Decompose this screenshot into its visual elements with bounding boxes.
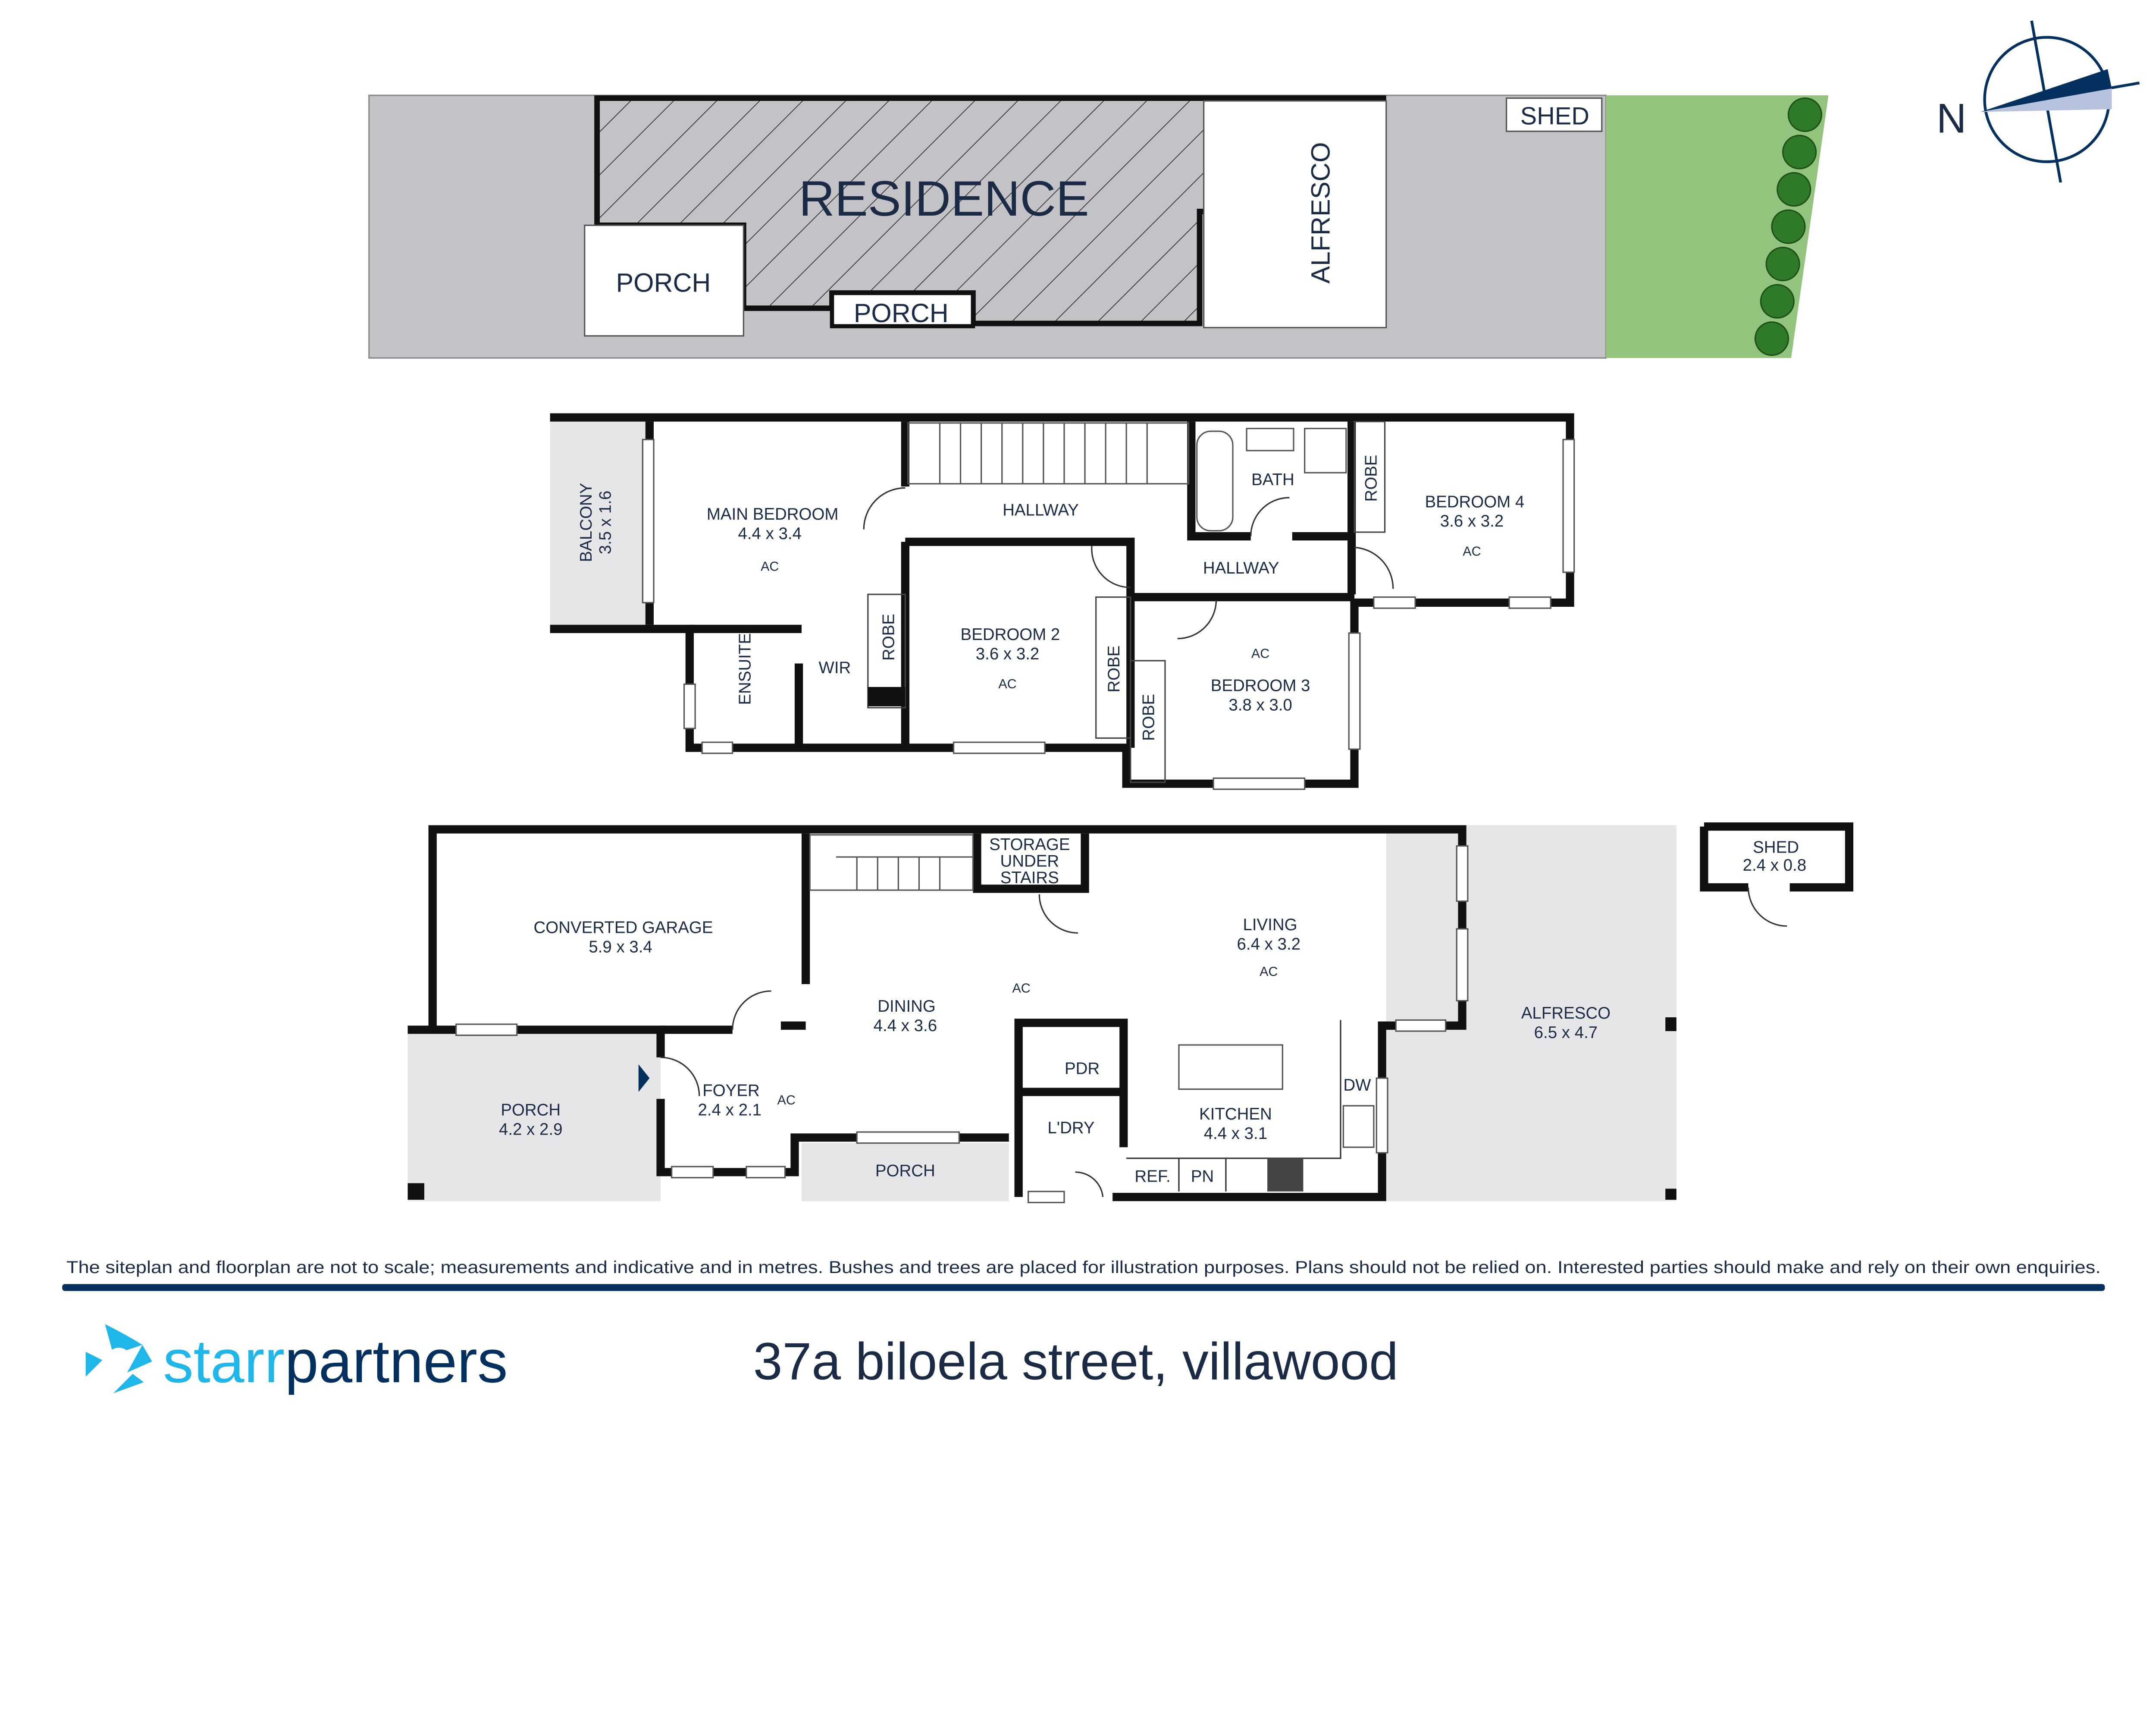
room-dims: 4.2 x 2.9 xyxy=(499,1120,563,1138)
ac-marker: AC xyxy=(777,1093,796,1107)
alfresco-site xyxy=(1203,100,1387,329)
room-label: HALLWAY xyxy=(1003,501,1079,520)
shed-site xyxy=(1505,97,1603,132)
porch-left xyxy=(584,224,744,337)
room-label: L'DRY xyxy=(1047,1119,1094,1137)
ac-marker: AC xyxy=(761,559,779,574)
stairs-upper xyxy=(907,422,1190,485)
room-label: STORAGE xyxy=(989,835,1070,854)
room-label: KITCHEN xyxy=(1199,1105,1272,1123)
room-dims: 4.4 x 3.1 xyxy=(1204,1124,1268,1143)
room-label: ALFRESCO xyxy=(1521,1004,1611,1022)
room-label: REF. xyxy=(1134,1167,1170,1186)
room-label: WIR xyxy=(819,659,851,677)
porch-left-label: PORCH xyxy=(616,268,711,297)
room-label: FOYER xyxy=(702,1082,759,1100)
alfresco-site-label: ALFRESCO xyxy=(1306,142,1335,284)
ground-floor-plan: CONVERTED GARAGE 5.9 x 3.4 STORAGE UNDER… xyxy=(407,822,1854,1204)
ac-marker: AC xyxy=(1251,646,1269,661)
room-dims: 2.4 x 0.8 xyxy=(1743,856,1807,875)
room-dims: 5.9 x 3.4 xyxy=(589,938,652,956)
disclaimer: The siteplan and floorplan are not to sc… xyxy=(66,1258,2101,1277)
footer-divider xyxy=(62,1284,2105,1291)
room-label: ROBE xyxy=(1105,646,1123,693)
room-dims: 4.4 x 3.4 xyxy=(738,524,802,543)
room-label: ROBE xyxy=(1139,694,1158,741)
room-dims: 3.6 x 3.2 xyxy=(976,645,1040,663)
porch-front-ground xyxy=(801,1143,1009,1201)
kitchen-island xyxy=(1178,1044,1283,1090)
room-label: CONVERTED GARAGE xyxy=(534,918,713,937)
porch-ground xyxy=(407,1029,661,1201)
ac-marker: AC xyxy=(1012,981,1030,995)
room-label: BATH xyxy=(1251,470,1294,489)
room-dims: 3.8 x 3.0 xyxy=(1228,696,1292,714)
room-dims: 3.5 x 1.6 xyxy=(596,491,615,555)
room-label: BEDROOM 2 xyxy=(961,625,1060,644)
alfresco xyxy=(1386,825,1677,1201)
room-label: BALCONY xyxy=(577,483,595,562)
porch-front xyxy=(830,291,975,329)
entry-arrow-icon xyxy=(638,1064,650,1092)
upper-floor-plan: BALCONY 3.5 x 1.6 MAIN BEDROOM 4.4 x 3.4… xyxy=(550,413,1575,790)
room-dims: 6.5 x 4.7 xyxy=(1534,1023,1598,1042)
brand-part2: partners xyxy=(285,1327,508,1395)
room-label: HALLWAY xyxy=(1203,559,1279,577)
room-label: PN xyxy=(1191,1167,1214,1186)
room-label: PORCH xyxy=(875,1162,935,1180)
room-label: MAIN BEDROOM xyxy=(707,505,839,524)
room-label: UNDER xyxy=(1000,852,1059,871)
room-label: PORCH xyxy=(501,1101,561,1120)
room-label: SHED xyxy=(1753,838,1799,857)
room-dims: 3.6 x 3.2 xyxy=(1440,512,1504,530)
balcony xyxy=(550,421,647,625)
ac-marker: AC xyxy=(1260,964,1278,979)
room-dims: 6.4 x 3.2 xyxy=(1237,935,1301,953)
room-label: DW xyxy=(1343,1076,1371,1095)
residence-label: RESIDENCE xyxy=(799,171,1089,226)
room-label: ENSUITE xyxy=(736,633,754,705)
site-plan: RESIDENCE PORCH PORCH ALFRESCO SHED xyxy=(368,94,1829,359)
porch-front-label: PORCH xyxy=(854,298,949,328)
room-label: LIVING xyxy=(1243,916,1297,934)
brand-logo: starrpartners xyxy=(163,1327,508,1395)
ac-marker: AC xyxy=(998,677,1016,691)
property-address: 37a biloela street, villawood xyxy=(753,1332,1398,1391)
brand-part1: starr xyxy=(163,1327,285,1395)
room-label: STAIRS xyxy=(1000,869,1059,887)
north-arrow-icon: N xyxy=(1937,20,2140,183)
ac-marker: AC xyxy=(1463,544,1481,558)
bushes xyxy=(1754,97,1822,356)
stairs-ground xyxy=(809,834,974,891)
room-label: BEDROOM 4 xyxy=(1425,492,1524,511)
room-label: PDR xyxy=(1065,1059,1100,1078)
room-label: ROBE xyxy=(880,614,898,661)
room-label: DINING xyxy=(877,997,936,1016)
room-label: BEDROOM 3 xyxy=(1211,677,1310,695)
room-dims: 2.4 x 2.1 xyxy=(698,1101,762,1120)
floorplan: RESIDENCE PORCH PORCH ALFRESCO SHED N BA… xyxy=(62,20,2140,1395)
room-label: ROBE xyxy=(1362,455,1380,502)
star-logo-icon xyxy=(85,1324,152,1393)
shed-site-label: SHED xyxy=(1520,102,1589,130)
room-dims: 4.4 x 3.6 xyxy=(874,1016,937,1035)
north-label: N xyxy=(1937,96,1966,142)
